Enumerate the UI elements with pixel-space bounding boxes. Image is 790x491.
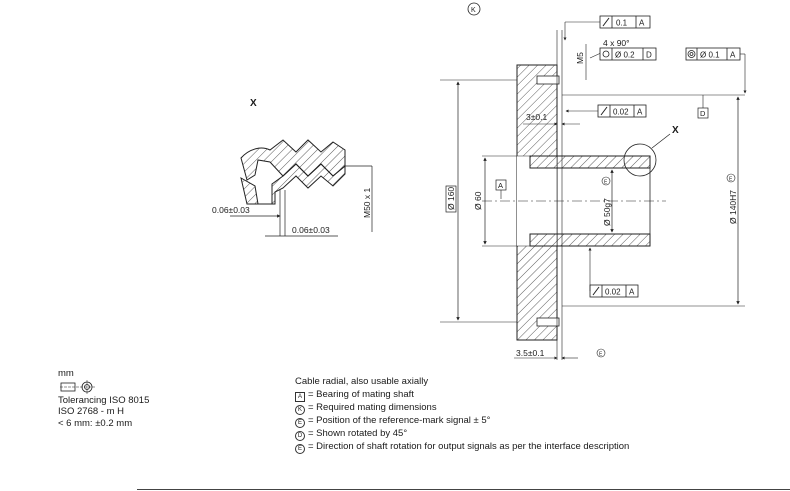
legend-item: E= Direction of shaft rotation for outpu… <box>295 441 629 454</box>
dim-d140h7: Ø 140H7 <box>728 190 738 224</box>
bolt-hole-top <box>536 75 560 85</box>
shaft-hub-lower <box>529 233 651 247</box>
fcf-coax-ref: A <box>730 51 736 60</box>
fcf-top-tol: 0.1 <box>616 19 628 28</box>
e-mark-1: E <box>604 180 608 186</box>
detail-x-label: X <box>250 98 257 109</box>
fcf-runout1-tol: 0.02 <box>613 108 629 117</box>
d-circle-icon: D <box>295 430 305 441</box>
legend-item: K= Required mating dimensions <box>295 402 629 415</box>
legend: Cable radial, also usable axially A= Bea… <box>295 376 629 454</box>
fcf-top: 0.1 A <box>563 15 651 41</box>
fcf-runout-upper: 0.02 A <box>565 104 647 118</box>
legend-title: Cable radial, also usable axially <box>295 376 429 387</box>
tolerancing-text: Tolerancing ISO 8015 <box>58 394 150 406</box>
fcf-coax-tol: Ø 0.1 <box>700 51 720 60</box>
k-mark-circle <box>467 2 481 16</box>
shaft-hub-upper <box>529 155 651 169</box>
view-x-label: X <box>672 125 679 136</box>
e-mark-2: E <box>729 177 733 183</box>
fcf-runout-lower: 0.02 A <box>588 247 639 298</box>
footer-divider <box>137 489 790 490</box>
fcf-runout1-ref: A <box>637 108 643 117</box>
projection-symbol-icon <box>60 379 96 394</box>
dim-m50: M50 x 1 <box>362 187 372 218</box>
dim-d60: Ø 60 <box>473 191 483 210</box>
small-tol-text: < 6 mm: ±0.2 mm <box>58 417 133 429</box>
dim-m5: M5 <box>575 52 585 64</box>
fcf-position: Ø 0.2 D <box>599 47 657 61</box>
k-circle-icon: K <box>295 404 305 415</box>
bolt-hole-bottom <box>536 317 560 327</box>
fcf-runout2-ref: A <box>629 288 635 297</box>
dim-006-b: 0.06±0.03 <box>292 225 330 235</box>
detail-x-circle <box>623 143 657 177</box>
legend-item: D= Shown rotated by 45° <box>295 428 629 441</box>
fcf-pos-ref: D <box>646 51 652 60</box>
thread-profile-upper <box>240 139 346 181</box>
fcf-pos-tol: Ø 0.2 <box>615 51 635 60</box>
dim-d160: Ø 160 <box>446 187 456 210</box>
main-section-view: K X Ø 160 Ø 60 A <box>440 2 747 360</box>
iso-text: ISO 2768 - m H <box>58 406 124 417</box>
legend-item: E= Position of the reference-mark signal… <box>295 415 629 428</box>
e-mark-3: E <box>599 352 603 358</box>
datum-a: A <box>498 181 503 190</box>
datum-a-icon: A <box>295 391 305 402</box>
dim-d50g7: Ø 50g7 <box>602 198 612 226</box>
dim-006-a: 0.06±0.03 <box>212 205 250 215</box>
tolerancing-block: mm Tolerancing ISO 8015 ISO 2768 - m H <… <box>58 368 149 429</box>
dim-3: 3±0.1 <box>526 112 547 122</box>
datum-d: D <box>700 109 706 118</box>
legend-item: A= Bearing of mating shaft <box>295 389 629 402</box>
fcf-runout2-tol: 0.02 <box>605 288 621 297</box>
unit-label: mm <box>58 368 74 379</box>
fcf-coaxiality: Ø 0.1 A <box>685 47 747 94</box>
k-mark: K <box>471 7 476 14</box>
fcf-top-ref: A <box>639 19 645 28</box>
e-circle-icon: E <box>295 417 305 428</box>
chamfer-note: 4 x 90° <box>603 38 630 48</box>
detail-x-view: X 0.06±0.03 0.06±0.03 M50 x 1 <box>212 98 373 237</box>
dim-35: 3.5±0.1 <box>516 348 545 358</box>
e-circle-icon: E <box>295 443 305 454</box>
